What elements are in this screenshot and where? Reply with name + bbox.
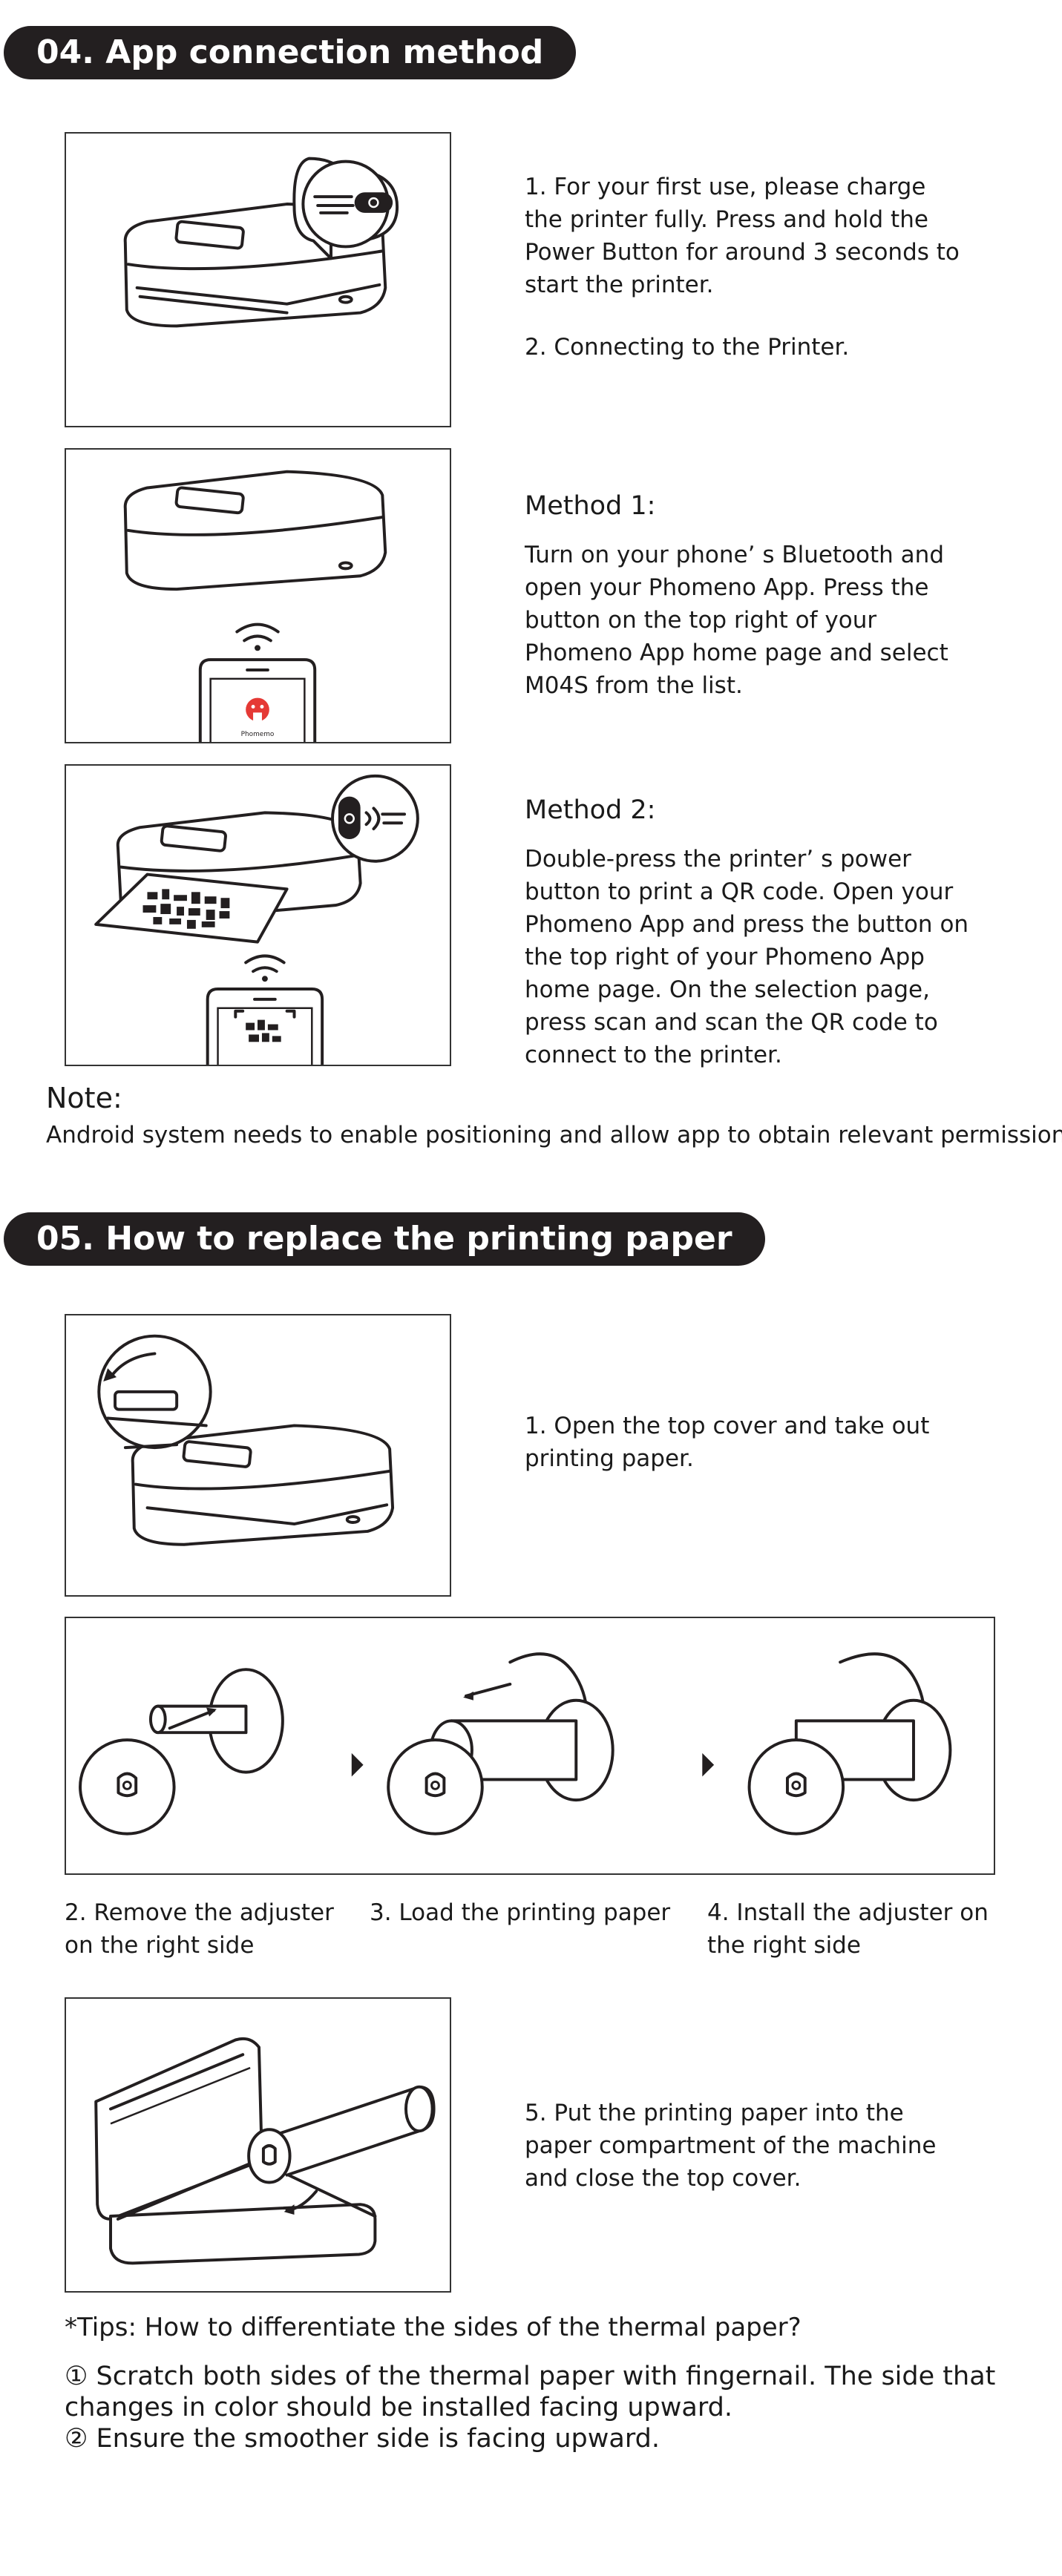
section5-step2: 2. Remove the adjuster on the right side (65, 1896, 361, 1962)
note-title: Note: (46, 1080, 122, 1116)
tips-title: *Tips: How to differentiate the sides of… (65, 2310, 1029, 2345)
section4-step2: 2. Connecting to the Printer. (525, 331, 970, 364)
section5-step4: 4. Install the adjuster on the right sid… (707, 1896, 1019, 1962)
tip-1: ① Scratch both sides of the thermal pape… (65, 2361, 1007, 2423)
section-05-title: 05. How to replace the printing paper (4, 1212, 765, 1266)
method1-text: Turn on your phone’ s Bluetooth and open… (525, 539, 977, 702)
section-04-title: 04. App connection method (4, 26, 576, 79)
note-text: Android system needs to enable positioni… (46, 1119, 1055, 1151)
method1-title: Method 1: (525, 490, 655, 522)
phone-brand-label: Phomemo (241, 731, 275, 738)
section5-step5: 5. Put the printing paper into the paper… (525, 2097, 970, 2195)
method2-text: Double-press the printer’ s power button… (525, 843, 977, 1071)
section5-step1: 1. Open the top cover and take out print… (525, 1410, 970, 1475)
adjuster-steps-illustration (65, 1617, 995, 1875)
bluetooth-connection-illustration: Phomemo (65, 448, 451, 743)
tip-2: ② Ensure the smoother side is facing upw… (65, 2423, 1007, 2454)
section5-step3: 3. Load the printing paper (370, 1896, 681, 1929)
qr-code-connection-illustration (65, 764, 451, 1066)
printer-power-illustration (65, 132, 451, 427)
load-paper-illustration (65, 1997, 451, 2293)
method2-title: Method 2: (525, 794, 655, 827)
section4-step1: 1. For your first use, please charge the… (525, 171, 970, 301)
open-cover-illustration (65, 1314, 451, 1597)
